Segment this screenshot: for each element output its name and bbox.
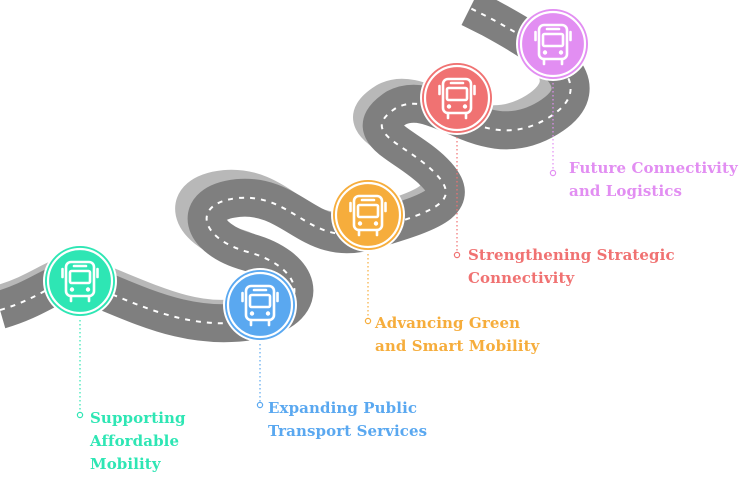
badge-circle (45, 246, 115, 316)
label-line: and Smart Mobility (375, 337, 540, 355)
label-line: Mobility (90, 455, 161, 473)
badge-circle (225, 270, 295, 340)
label-line: Transport Services (268, 422, 428, 440)
badge-inner-ring (46, 247, 114, 315)
label-line: Advancing Green (375, 314, 521, 332)
lane-marking (0, 7, 572, 325)
badge-inner-ring (334, 181, 402, 249)
label-line: Strengthening Strategic (468, 246, 675, 264)
badge-circle (333, 180, 403, 250)
label-line: Supporting (90, 409, 186, 427)
badge-inner-ring (423, 64, 491, 132)
milestone-green (331, 178, 405, 325)
label-green: Advancing Green and Smart Mobility (375, 312, 539, 358)
label-line: Expanding Public (268, 399, 418, 417)
label-line: and Logistics (569, 182, 683, 200)
milestone-strategic (420, 61, 494, 259)
label-line: Future Connectivity (569, 159, 738, 177)
milestone-public (223, 268, 297, 409)
bus-icon (61, 260, 99, 303)
badge-inner-ring (226, 271, 294, 339)
connector-dot (256, 401, 264, 409)
connector-dot (364, 317, 372, 325)
badge-circle (422, 63, 492, 133)
connector-dot (453, 251, 461, 259)
bus-icon (534, 23, 572, 66)
label-future: Future Connectivity and Logistics (569, 157, 738, 203)
label-line: Connectivity (468, 269, 575, 287)
bus-icon (241, 284, 279, 327)
badge-circle (518, 9, 588, 79)
badge-inner-ring (519, 10, 587, 78)
label-line: Affordable (90, 432, 180, 450)
milestone-future (516, 7, 590, 177)
connector-dot (549, 169, 557, 177)
milestone-affordable (43, 244, 117, 419)
connector-dot (76, 411, 84, 419)
bus-icon (438, 77, 476, 120)
bus-icon (349, 194, 387, 237)
